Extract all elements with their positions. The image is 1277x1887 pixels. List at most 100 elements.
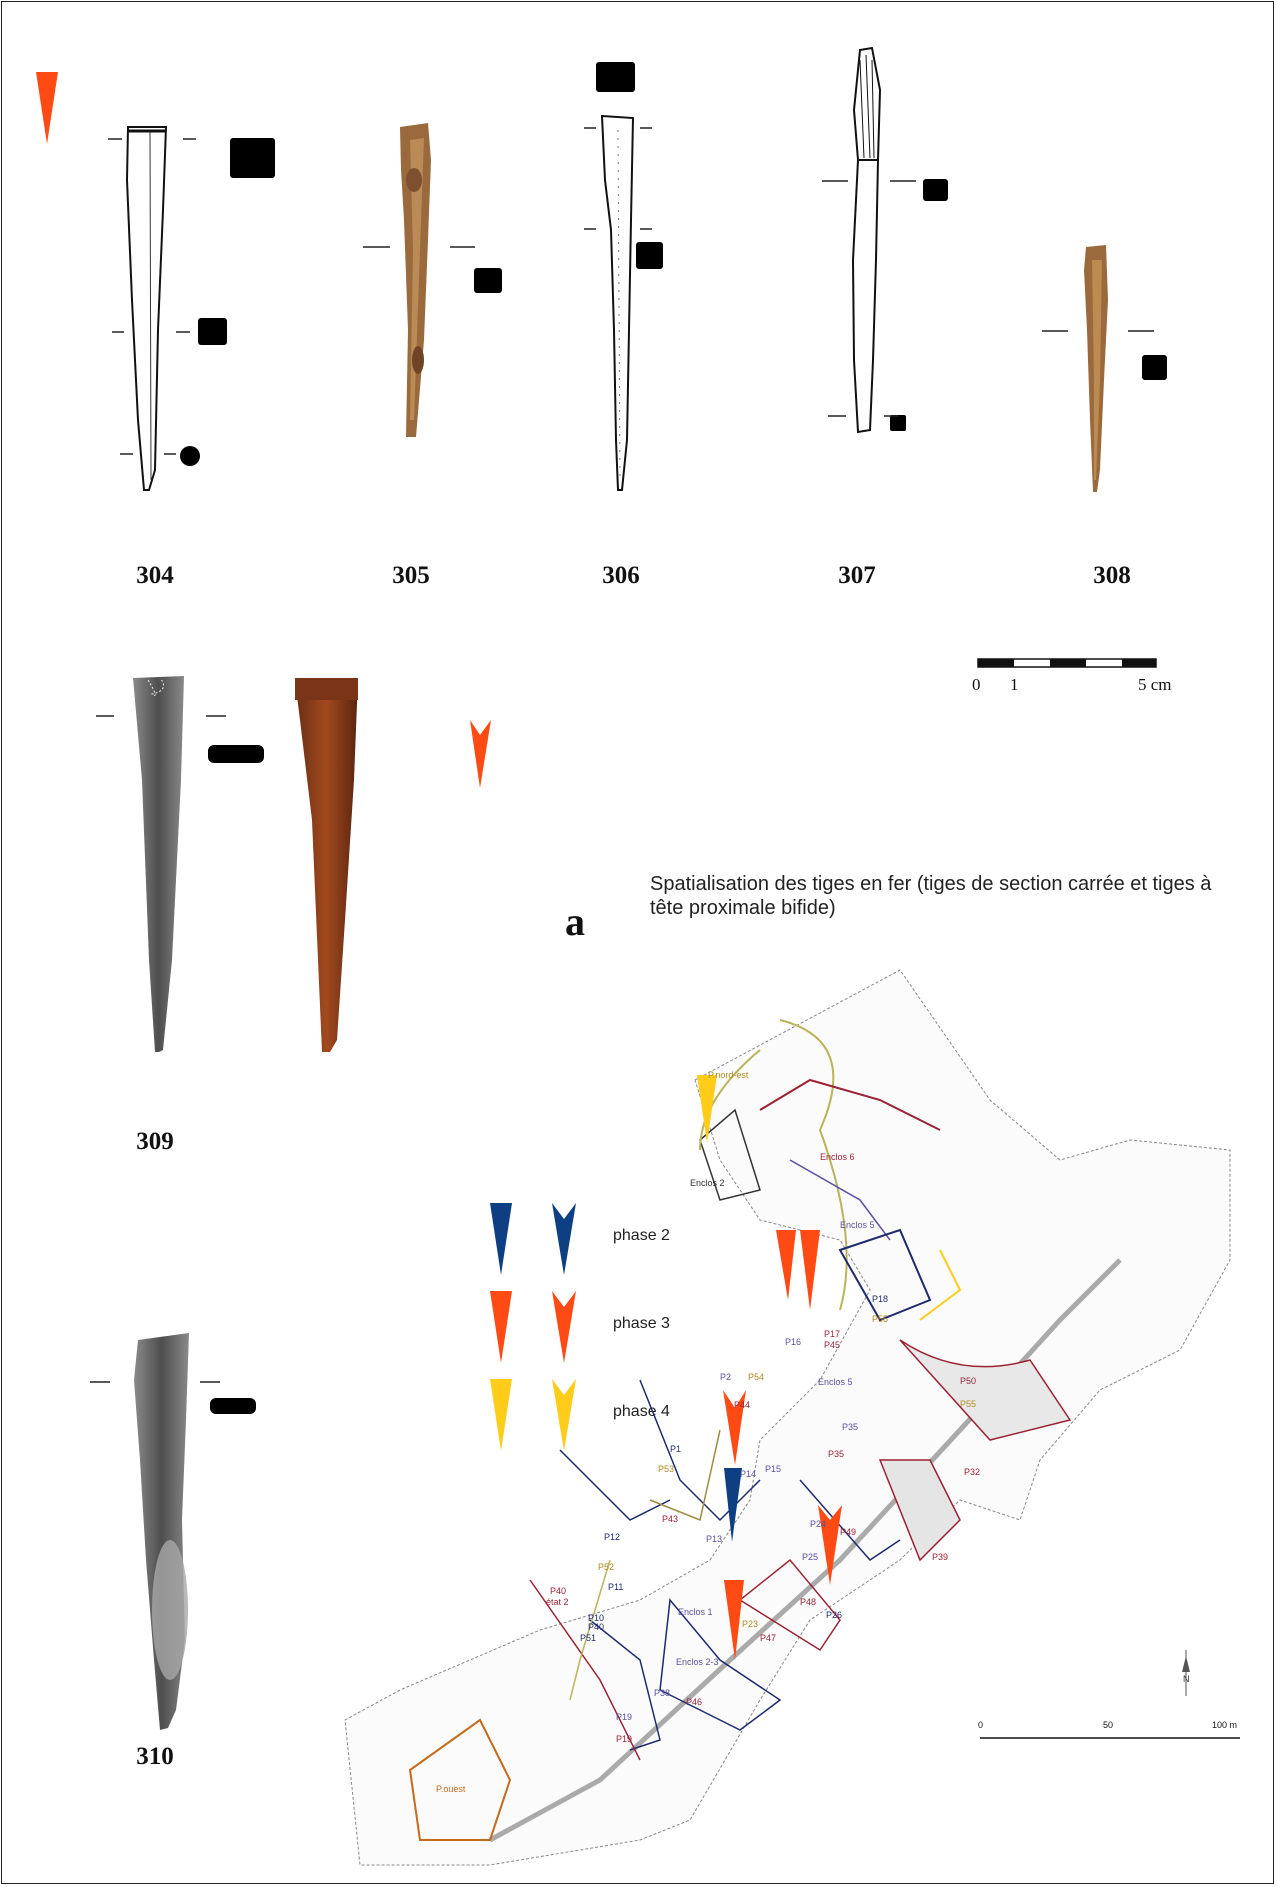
object-number-304: 304 bbox=[136, 562, 174, 589]
map-label-enclos-2: Enclos 2 bbox=[690, 1178, 725, 1188]
map-marker-phase3-d bbox=[818, 1505, 842, 1585]
map-scale-0: 0 bbox=[978, 1720, 983, 1730]
map-label-p55b: P55 bbox=[960, 1399, 976, 1409]
rod-304-drawing bbox=[125, 126, 168, 491]
map-label-p52: P52 bbox=[598, 1562, 614, 1572]
object-number-307: 307 bbox=[838, 562, 876, 589]
map-label-p40: P40 bbox=[550, 1586, 566, 1596]
map-label-p43: P43 bbox=[662, 1514, 678, 1524]
legend-phase3: phase 3 bbox=[613, 1315, 670, 1332]
map-marker-phase2 bbox=[724, 1468, 742, 1542]
map-label-p-nord-est: P.nord-est bbox=[708, 1070, 749, 1080]
section-304-mid bbox=[198, 318, 227, 345]
map-label-enclos-5a: Enclos 5 bbox=[840, 1220, 875, 1230]
map-label-p49: P49 bbox=[840, 1527, 856, 1537]
legend-phase2: phase 2 bbox=[613, 1227, 670, 1244]
object-number-308: 308 bbox=[1093, 562, 1131, 589]
phase3-marker-top bbox=[36, 72, 58, 144]
section-305 bbox=[474, 268, 502, 293]
object-number-309: 309 bbox=[136, 1128, 174, 1155]
section-304-top bbox=[230, 138, 275, 178]
site-plan-map: P.nord-est Enclos 2 Enclos 6 Enclos 5 P1… bbox=[344, 969, 1240, 1866]
map-label-enclos-6: Enclos 6 bbox=[820, 1152, 855, 1162]
map-label-p16: P16 bbox=[785, 1337, 801, 1347]
map-label-enclos-5b: Enclos 5 bbox=[818, 1377, 853, 1387]
map-label-p26: P26 bbox=[826, 1610, 842, 1620]
map-label-p25: P25 bbox=[802, 1552, 818, 1562]
map-scale-100m: 100 m bbox=[1212, 1720, 1237, 1730]
rod-309-xray bbox=[133, 676, 184, 1052]
map-marker-phase3-b bbox=[800, 1230, 820, 1310]
section-309 bbox=[208, 745, 264, 763]
map-label-p24: P24 bbox=[810, 1519, 826, 1529]
section-308 bbox=[1142, 355, 1167, 380]
section-307-bot bbox=[890, 415, 906, 431]
map-label-p23: P23 bbox=[742, 1619, 758, 1629]
map-marker-phase3-e bbox=[724, 1580, 744, 1660]
section-307-top bbox=[923, 179, 948, 201]
map-label-p47: P47 bbox=[760, 1633, 776, 1643]
panel-letter: a bbox=[565, 899, 585, 944]
map-label-p19b: P19 bbox=[616, 1734, 632, 1744]
phase3-marker-mid bbox=[470, 720, 491, 788]
scale-label-5cm: 5 cm bbox=[1138, 675, 1172, 694]
rod-308-photo bbox=[1084, 245, 1108, 492]
map-label-p19a: P19 bbox=[616, 1712, 632, 1722]
map-label-p14: P14 bbox=[740, 1469, 756, 1479]
map-title: Spatialisation des tiges en fer (tiges d… bbox=[650, 873, 1212, 919]
map-label-p38: P38 bbox=[654, 1688, 670, 1698]
map-label-p40b: P40 bbox=[588, 1622, 604, 1632]
section-306-top bbox=[596, 62, 635, 92]
map-label-p15: P15 bbox=[765, 1464, 781, 1474]
rod-310-xray bbox=[134, 1333, 189, 1730]
map-label-p55a: P55 bbox=[872, 1314, 888, 1324]
map-label-p-ouest: P.ouest bbox=[436, 1784, 466, 1794]
map-label-p53: P53 bbox=[658, 1464, 674, 1474]
map-marker-phase3-a bbox=[776, 1230, 796, 1300]
map-marker-phase3-c bbox=[723, 1390, 746, 1465]
map-label-enclos-1: Enclos 1 bbox=[678, 1607, 713, 1617]
scale-bar bbox=[977, 658, 1157, 668]
map-scale-50: 50 bbox=[1103, 1720, 1113, 1730]
rod-306-drawing bbox=[600, 114, 635, 491]
map-label-p13: P13 bbox=[706, 1534, 722, 1544]
section-306-mid bbox=[636, 242, 663, 269]
map-label-p32: P32 bbox=[964, 1467, 980, 1477]
map-marker-phase4 bbox=[697, 1075, 717, 1143]
map-label-enclos-2-3: Enclos 2-3 bbox=[676, 1657, 719, 1667]
section-310 bbox=[210, 1398, 256, 1414]
map-label-p35b: P35 bbox=[828, 1449, 844, 1459]
map-label-p44: P44 bbox=[734, 1400, 750, 1410]
map-label-etat2: état 2 bbox=[546, 1597, 569, 1607]
north-arrow-icon bbox=[1182, 1650, 1190, 1696]
map-label-p48: P48 bbox=[800, 1597, 816, 1607]
rod-305-photo bbox=[400, 123, 431, 437]
map-label-p50: P50 bbox=[960, 1376, 976, 1386]
section-304-bot bbox=[180, 446, 200, 466]
phase-legend-markers bbox=[490, 1203, 576, 1451]
rods-left-column bbox=[90, 676, 491, 1730]
map-label-p1: P1 bbox=[670, 1444, 681, 1454]
map-label-p45: P45 bbox=[824, 1340, 840, 1350]
map-label-p18: P18 bbox=[872, 1294, 888, 1304]
rod-309-photo bbox=[295, 678, 358, 1052]
scale-label-0: 0 bbox=[972, 675, 981, 694]
map-label-p11: P11 bbox=[608, 1582, 623, 1592]
section-ticks bbox=[108, 127, 1154, 455]
map-label-p51: P51 bbox=[580, 1633, 596, 1643]
object-number-306: 306 bbox=[602, 562, 640, 589]
scale-label-1: 1 bbox=[1010, 675, 1019, 694]
map-label-p10: P10 bbox=[588, 1613, 604, 1623]
object-number-305: 305 bbox=[392, 562, 430, 589]
map-label-p35a: P35 bbox=[842, 1422, 858, 1432]
map-label-p12: P12 bbox=[604, 1532, 620, 1542]
map-label-p39: P39 bbox=[932, 1552, 948, 1562]
rods-top-row bbox=[36, 46, 1167, 492]
map-label-p2: P2 bbox=[720, 1372, 731, 1382]
map-label-p46: P46 bbox=[686, 1697, 702, 1707]
map-label-north: N bbox=[1183, 1674, 1190, 1684]
map-label-p54: P54 bbox=[748, 1372, 764, 1382]
legend-phase4: phase 4 bbox=[613, 1403, 670, 1420]
map-label-p17: P17 bbox=[824, 1329, 840, 1339]
